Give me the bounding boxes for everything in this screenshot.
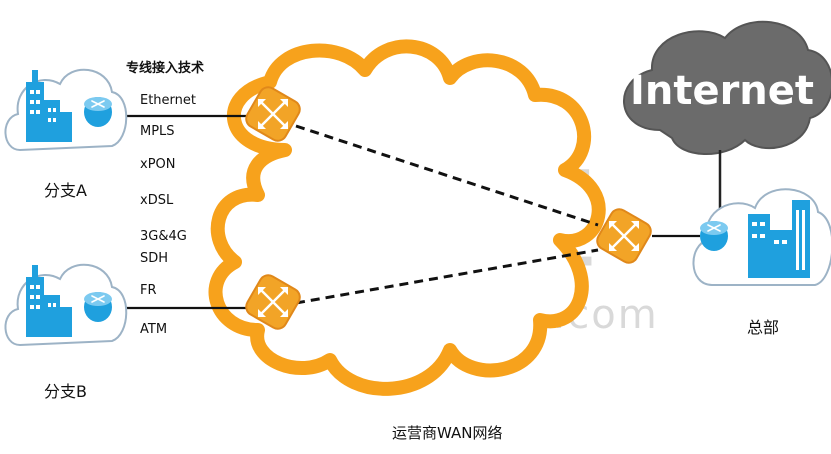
internet-cloud: Internet — [623, 20, 831, 155]
hq-site — [692, 188, 831, 286]
tech-label: ATM — [140, 322, 168, 337]
building-icon — [26, 70, 72, 142]
tech-label: xDSL — [140, 193, 174, 208]
tech-label: Ethernet — [140, 93, 196, 108]
branch-a-label: 分支A — [44, 181, 87, 200]
access-tech-title: 专线接入技术 — [126, 61, 205, 76]
tech-label: MPLS — [140, 124, 175, 139]
site-router-icon — [699, 220, 729, 252]
building-icon — [748, 200, 810, 278]
internet-label: Internet — [630, 68, 814, 114]
tech-label: FR — [140, 283, 157, 298]
hq-label: 总部 — [747, 318, 780, 337]
site-router-icon — [83, 291, 113, 323]
links — [112, 114, 700, 310]
branch-b-label: 分支B — [44, 382, 87, 401]
tech-label: 3G&4G — [140, 229, 187, 244]
branch-b-site — [4, 263, 128, 347]
building-icon — [26, 265, 72, 337]
wan-label: 运营商WAN网络 — [392, 424, 503, 442]
tech-label: SDH — [140, 251, 169, 266]
tech-label: xPON — [140, 157, 176, 172]
site-router-icon — [83, 96, 113, 128]
branch-a-site — [4, 68, 128, 152]
